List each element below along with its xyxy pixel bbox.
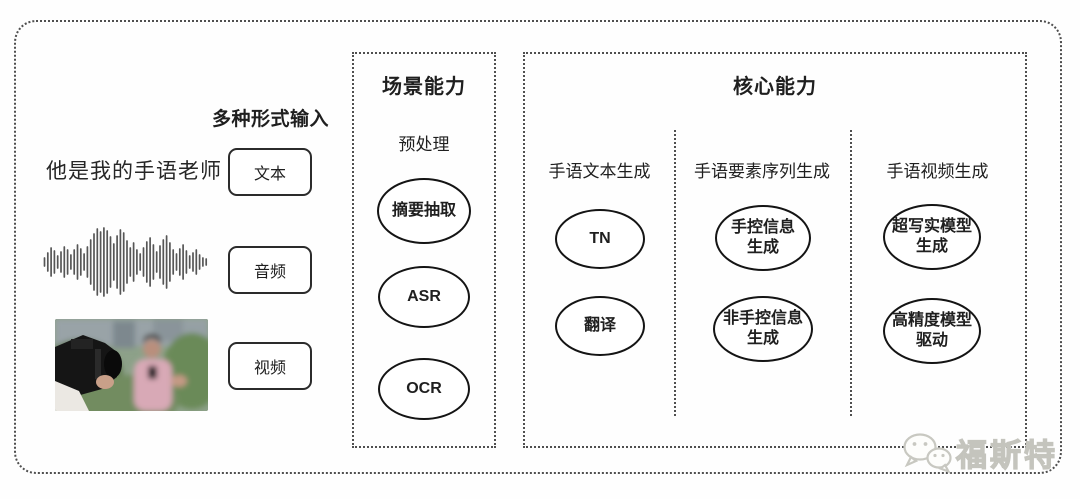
- ocr-node: OCR: [378, 358, 470, 420]
- asr-node: ASR: [378, 266, 470, 328]
- manual-feature-generation-node: 手控信息 生成: [715, 205, 811, 271]
- audio-waveform: [43, 227, 208, 297]
- hyperreal-model-label: 超写实模型 生成: [891, 218, 972, 255]
- tn-node: TN: [555, 209, 645, 269]
- sample-sentence-text: 他是我的手语老师: [46, 160, 222, 183]
- summary-extraction-label: 摘要抽取: [391, 202, 456, 219]
- ocr-label: OCR: [406, 380, 442, 397]
- text-input-label: 文本: [253, 166, 286, 183]
- audio-input-box: 音频: [228, 246, 312, 294]
- column-separator-2: [850, 130, 852, 416]
- high-precision-model-label: 高精度模型 驱动: [891, 312, 972, 349]
- column-header-sign-text: 手语文本生成: [548, 162, 651, 181]
- manual-feature-label: 手控信息 生成: [730, 219, 795, 256]
- translation-label: 翻译: [583, 317, 616, 334]
- high-precision-model-drive-node: 高精度模型 驱动: [883, 298, 981, 364]
- scene-capability-title: 场景能力: [382, 76, 466, 98]
- video-input-label: 视频: [253, 360, 286, 377]
- asr-label: ASR: [407, 288, 441, 305]
- video-thumbnail: [55, 319, 208, 411]
- hyperreal-model-generation-node: 超写实模型 生成: [883, 204, 981, 270]
- input-modes-label: 多种形式输入: [212, 109, 330, 130]
- watermark: 福斯特: [900, 428, 1058, 476]
- translation-node: 翻译: [555, 296, 645, 356]
- camera-foreground: [55, 335, 122, 411]
- tn-label: TN: [589, 230, 611, 247]
- core-capability-title: 核心能力: [733, 76, 817, 98]
- summary-extraction-node: 摘要抽取: [377, 178, 471, 244]
- non-manual-feature-generation-node: 非手控信息 生成: [713, 296, 813, 362]
- video-thumbnail-image: [55, 319, 208, 411]
- wechat-icon: [903, 433, 952, 474]
- text-input-box: 文本: [228, 148, 312, 196]
- core-capability-panel: 核心能力 手语文本生成 手语要素序列生成 手语视频生成 TN 翻译 手控信息 生…: [523, 52, 1027, 448]
- scene-capability-panel: 场景能力 预处理 摘要抽取 ASR OCR: [352, 52, 496, 448]
- column-header-sign-elements: 手语要素序列生成: [694, 162, 830, 181]
- column-header-sign-video: 手语视频生成: [886, 162, 989, 181]
- audio-input-label: 音频: [253, 264, 286, 281]
- preprocess-label: 预处理: [398, 135, 450, 154]
- diagram-outer-frame: [14, 20, 1062, 474]
- watermark-text: 福斯特: [955, 437, 1058, 473]
- column-separator-1: [674, 130, 676, 416]
- video-input-box: 视频: [228, 342, 312, 390]
- non-manual-feature-label: 非手控信息 生成: [722, 310, 803, 347]
